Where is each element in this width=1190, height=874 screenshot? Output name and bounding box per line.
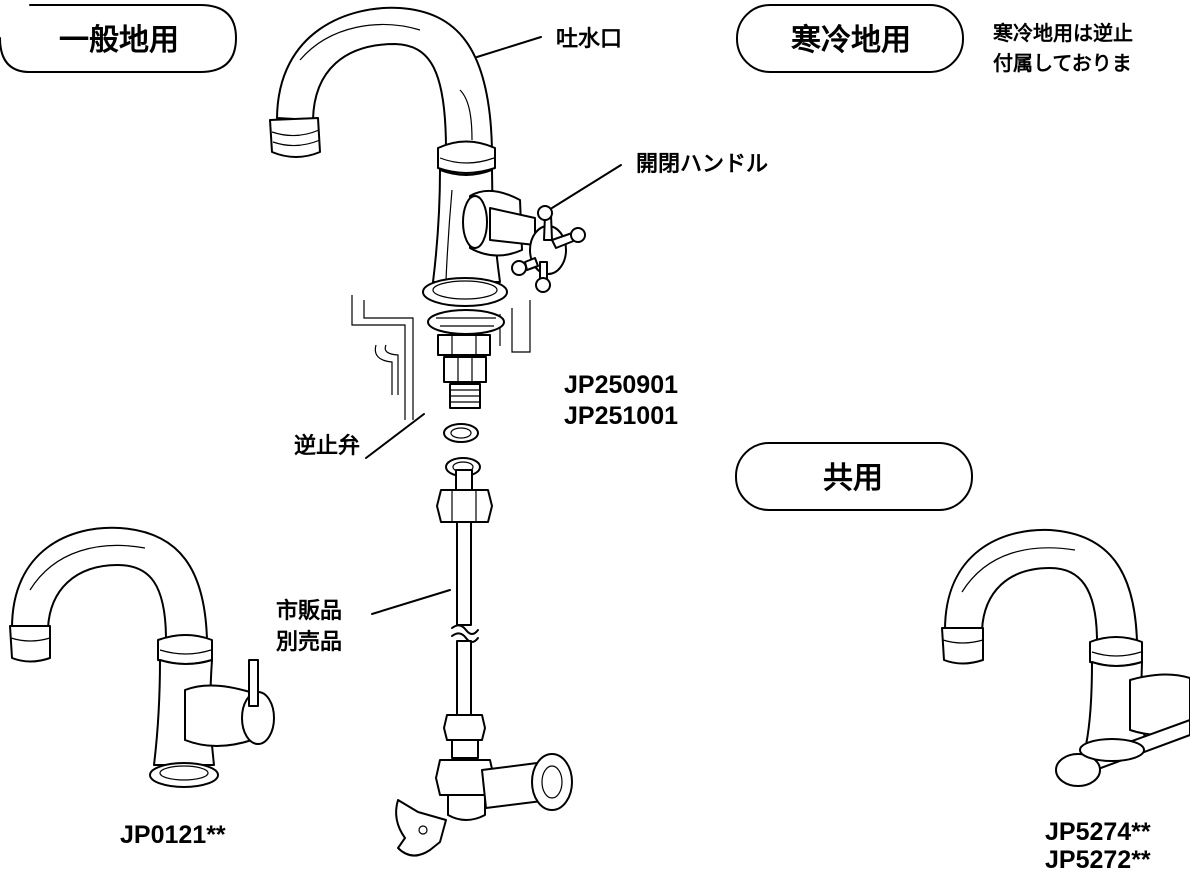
label-hose-line1: 市販品 bbox=[276, 598, 342, 624]
main-faucet-illustration bbox=[269, 6, 586, 307]
washer-top bbox=[443, 423, 479, 443]
pill-shared-label: 共用 bbox=[823, 461, 883, 496]
model-center-1: JP250901 bbox=[564, 371, 678, 399]
pill-shared: 共用 bbox=[735, 442, 973, 511]
label-check-valve: 逆止弁 bbox=[294, 433, 360, 459]
label-spout: 吐水口 bbox=[556, 27, 622, 52]
leader-hose bbox=[371, 589, 451, 615]
pill-cold-label: 寒冷地用 bbox=[791, 23, 911, 58]
model-right-1: JP5274** bbox=[1045, 818, 1151, 846]
label-hose-line2: 別売品 bbox=[276, 629, 342, 655]
right-faucet-illustration bbox=[941, 528, 1190, 787]
mounting-nut-stack bbox=[427, 309, 505, 409]
model-right-2: JP5272** bbox=[1045, 846, 1151, 874]
pill-cold: 寒冷地用 bbox=[736, 4, 964, 73]
supply-hose bbox=[436, 469, 493, 759]
model-center-2: JP251001 bbox=[564, 402, 678, 430]
leader-check-valve bbox=[365, 413, 425, 459]
cold-note-line1: 寒冷地用は逆止 bbox=[993, 21, 1133, 45]
left-faucet-illustration bbox=[9, 526, 275, 788]
angle-stop-valve bbox=[395, 753, 573, 857]
leader-handle bbox=[551, 164, 622, 209]
label-handle: 開閉ハンドル bbox=[636, 152, 768, 177]
leader-spout bbox=[476, 36, 542, 58]
cold-note-line2: 付属しておりま bbox=[993, 51, 1132, 75]
model-left: JP0121** bbox=[120, 821, 226, 849]
pill-general: 一般地用 bbox=[0, 4, 237, 73]
pill-general-label: 一般地用 bbox=[59, 23, 179, 58]
